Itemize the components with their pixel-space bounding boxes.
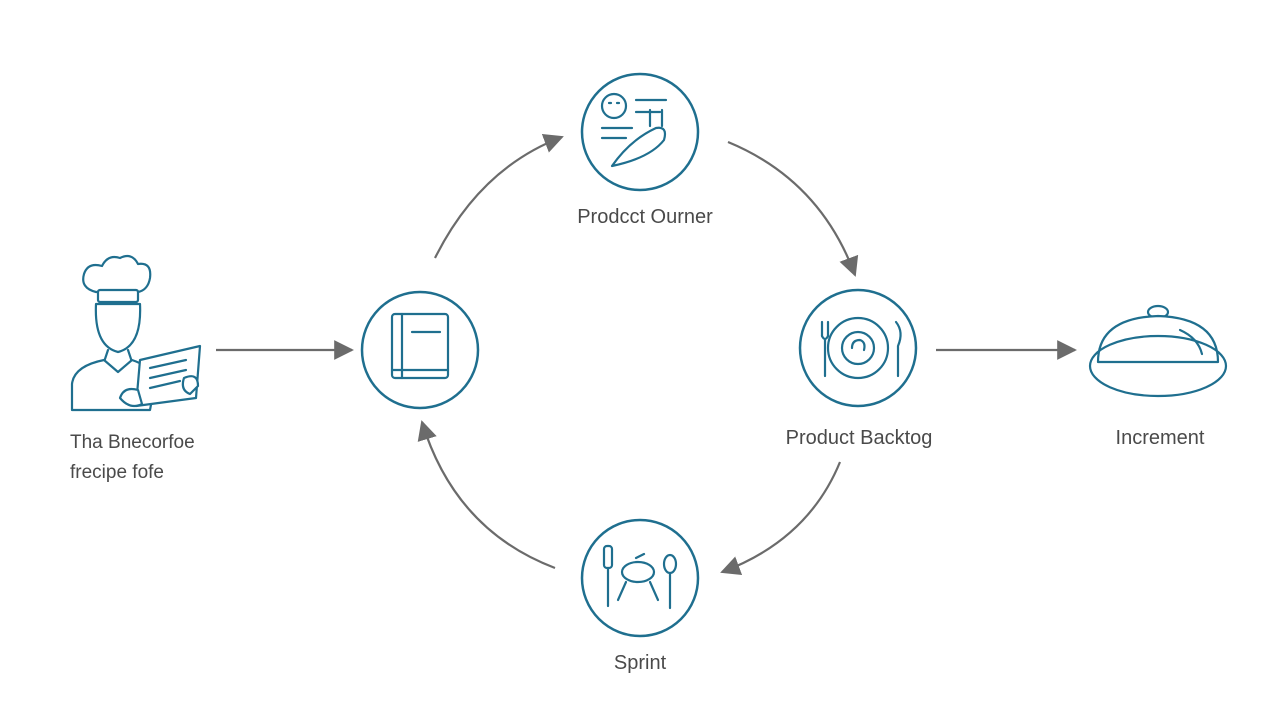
book-icon: [390, 312, 450, 380]
plate-cutlery-icon: [820, 316, 902, 380]
edge-product-owner-to-backlog: [727, 140, 859, 277]
chef-with-recipe-icon: [70, 254, 202, 412]
chef-label: Tha Bnecorfoe frecipe fofe: [70, 428, 195, 488]
chef-label-line-2: frecipe fofe: [70, 462, 164, 483]
book-node: [360, 290, 480, 410]
cooking-utensils-icon: [602, 544, 678, 610]
product-owner-label: Prodcct Ourner: [577, 206, 713, 228]
cloche-icon: [1088, 304, 1228, 398]
sprint-node: [580, 518, 700, 638]
sprint-label: Sprint: [613, 652, 667, 674]
flow-arrows: [216, 134, 1077, 576]
edge-book-to-product-owner: [434, 134, 564, 259]
edge-backlog-to-sprint: [720, 461, 842, 576]
increment-label: Increment: [1115, 427, 1205, 449]
product-backlog-node: [798, 288, 918, 408]
chef-label-line-1: Tha Bnecorfoe: [70, 432, 195, 453]
product-owner-icon: [600, 92, 668, 168]
product-owner-node: [580, 72, 700, 192]
product-backlog-label: Product Backtog: [785, 427, 933, 449]
edge-sprint-to-book: [417, 420, 556, 570]
